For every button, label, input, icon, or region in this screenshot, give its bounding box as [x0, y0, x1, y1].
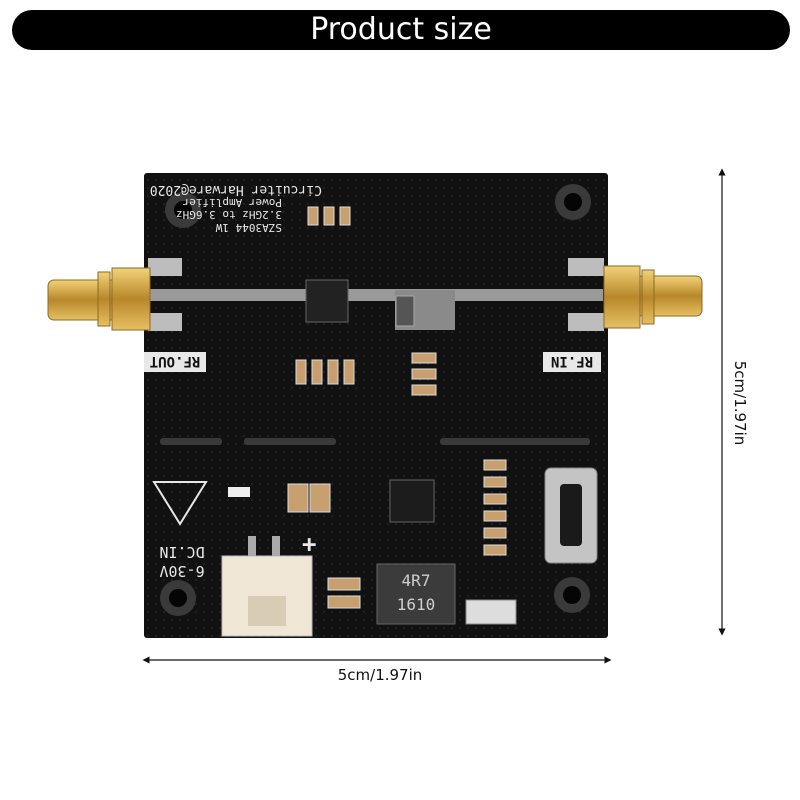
width-dimension-label: 5cm/1.97in	[337, 666, 423, 684]
capacitor-array	[295, 359, 355, 385]
silkscreen-text: 3.2GHz to 3.6GHz	[176, 208, 282, 221]
page-title: Product size	[310, 12, 492, 47]
dc-in-label: DC.IN	[159, 543, 204, 561]
rf-in-label: RF.IN	[551, 353, 593, 369]
rf-out-label: RF.OUT	[150, 353, 201, 369]
silkscreen-text: Circuiter Harware@2020	[150, 182, 322, 197]
regulator-chip	[389, 479, 435, 523]
mounting-hole	[165, 192, 201, 228]
inductor-marking: 4R7	[402, 571, 431, 590]
mounting-hole	[555, 184, 591, 220]
voltage-label: 6-30V	[159, 562, 204, 580]
polarity-plus-label: +	[302, 530, 316, 558]
pcb-board: 4R7 1610 Circuiter Harware@2020 Power Am…	[144, 173, 608, 638]
height-dimension-label: 5cm/1.97in	[731, 360, 749, 446]
silkscreen-text: Power Amplifier	[182, 196, 282, 209]
hot-surface-warning-icon	[152, 481, 208, 526]
title-banner: Product size	[12, 10, 790, 50]
amplifier-chip	[305, 279, 349, 323]
dc-power-connector	[221, 536, 313, 637]
mounting-hole	[160, 580, 196, 616]
switch	[465, 599, 517, 625]
silkscreen-text: SZA3044 1W	[215, 221, 282, 234]
sma-connector-left	[47, 267, 151, 331]
inductor-marking: 1610	[397, 595, 436, 614]
mounting-hole	[554, 577, 590, 613]
rf-trace	[148, 289, 603, 301]
sma-connector-right	[603, 265, 703, 329]
power-inductor: 4R7 1610	[376, 563, 456, 625]
